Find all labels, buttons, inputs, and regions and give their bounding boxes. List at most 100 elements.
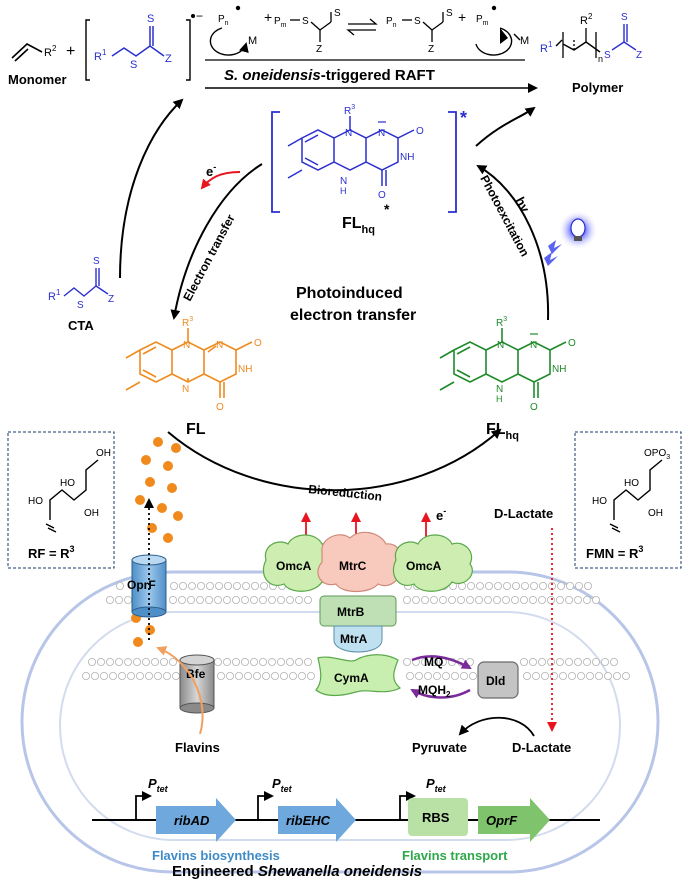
svg-text:Ptet: Ptet — [148, 776, 169, 794]
lipid-bead — [234, 672, 243, 681]
lipid-bead — [106, 658, 115, 667]
photocycle-arrows — [119, 98, 550, 492]
fmn-box: OPO3 HO HO OH FMN = R3 — [574, 431, 682, 569]
lipid-bead — [510, 596, 519, 605]
pm-macro-cta: Pm S S Z — [274, 8, 341, 55]
lipid-bead — [501, 596, 510, 605]
lipid-bead — [565, 658, 574, 667]
svg-text:N: N — [378, 128, 385, 139]
svg-text:Z: Z — [165, 53, 172, 65]
lipid-bead — [135, 672, 144, 681]
svg-text:S: S — [621, 12, 628, 23]
svg-text:N: N — [497, 340, 504, 351]
lipid-bead — [441, 672, 450, 681]
lipid-bead — [622, 672, 631, 681]
lipid-bead — [216, 672, 225, 681]
svg-text:R1: R1 — [48, 288, 61, 303]
svg-text:N: N — [216, 340, 223, 351]
svg-text:Z: Z — [108, 294, 114, 305]
svg-text:O: O — [416, 126, 424, 137]
hv-label: hv — [512, 194, 533, 215]
lipid-bead — [484, 582, 493, 591]
lipid-bead — [530, 582, 539, 591]
lipid-bead — [420, 596, 429, 605]
lipid-bead — [132, 658, 141, 667]
lipid-bead — [532, 672, 541, 681]
svg-text:O: O — [530, 402, 538, 413]
svg-text:HO: HO — [28, 496, 43, 507]
cta-structure: R1 N S S Z CTA — [48, 256, 114, 333]
svg-text:OH: OH — [84, 508, 99, 519]
mtra: MtrA — [333, 625, 383, 653]
mtrc: MtrC — [317, 531, 402, 593]
lipid-bead — [521, 582, 530, 591]
lipid-bead — [556, 596, 565, 605]
light-bulb-icon — [544, 210, 598, 266]
polymer-label: Polymer — [572, 80, 623, 95]
lipid-bead — [243, 672, 252, 681]
lipid-bead — [456, 596, 465, 605]
lipid-bead — [241, 582, 250, 591]
lipid-bead — [466, 582, 475, 591]
svg-text:H: H — [340, 186, 347, 196]
membrane-lipid-beads — [82, 582, 631, 681]
lipid-bead — [414, 672, 423, 681]
lipid-bead — [529, 658, 538, 667]
mtrb: MtrB — [319, 595, 397, 627]
flavins-transport-label: Flavins transport — [402, 848, 508, 863]
lipid-bead — [557, 582, 566, 591]
electron-label-top: e- — [206, 162, 216, 179]
cyma: CymA — [315, 654, 402, 697]
lipid-bead — [613, 672, 622, 681]
lipid-bead — [115, 658, 124, 667]
lipid-bead — [88, 658, 97, 667]
raft-scheme: R2 Monomer + R1 S S Z − Pn M + Pm — [8, 5, 642, 95]
svg-text:O: O — [254, 338, 262, 349]
lipid-bead — [539, 582, 548, 591]
electron-label-bottom: e- — [436, 506, 446, 523]
lipid-bead — [432, 672, 441, 681]
lipid-bead — [279, 672, 288, 681]
lipid-bead — [186, 596, 195, 605]
svg-text:S: S — [130, 59, 137, 71]
lipid-bead — [285, 596, 294, 605]
cta-label: CTA — [68, 318, 94, 333]
lipid-bead — [288, 672, 297, 681]
svg-text:S: S — [93, 256, 100, 267]
lipid-bead — [405, 672, 414, 681]
lipid-bead — [450, 672, 459, 681]
lactate-to-pyruvate-arrow — [458, 716, 535, 737]
lipid-bead — [565, 596, 574, 605]
lipid-bead — [168, 658, 177, 667]
lipid-bead — [538, 596, 547, 605]
lipid-bead — [502, 582, 511, 591]
lipid-bead — [204, 596, 213, 605]
svg-text:O: O — [568, 338, 576, 349]
lipid-bead — [483, 596, 492, 605]
lipid-bead — [109, 672, 118, 681]
lipid-bead — [538, 658, 547, 667]
lipid-bead — [270, 672, 279, 681]
svg-text:H: H — [496, 394, 503, 404]
svg-text:N: N — [340, 176, 347, 187]
lipid-bead — [402, 596, 411, 605]
d-lactate-outside: D-Lactate — [494, 506, 553, 521]
lipid-bead — [259, 582, 268, 591]
flavins-biosynthesis-label: Flavins biosynthesis — [152, 848, 280, 863]
lipid-bead — [127, 672, 136, 681]
lipid-bead — [177, 596, 186, 605]
lipid-bead — [144, 672, 153, 681]
lipid-bead — [168, 596, 177, 605]
plus-sign-1: + — [66, 43, 75, 60]
lipid-bead — [150, 658, 159, 667]
lipid-bead — [205, 582, 214, 591]
lipid-bead — [249, 658, 258, 667]
lipid-bead — [214, 582, 223, 591]
center-label-2: electron transfer — [290, 307, 416, 324]
bioreduction-label: Bioreduction — [308, 482, 383, 504]
lipid-bead — [285, 658, 294, 667]
mq-cycle: MQ MQH2 — [410, 655, 472, 699]
lipid-bead — [115, 596, 124, 605]
lipid-bead — [169, 582, 178, 591]
